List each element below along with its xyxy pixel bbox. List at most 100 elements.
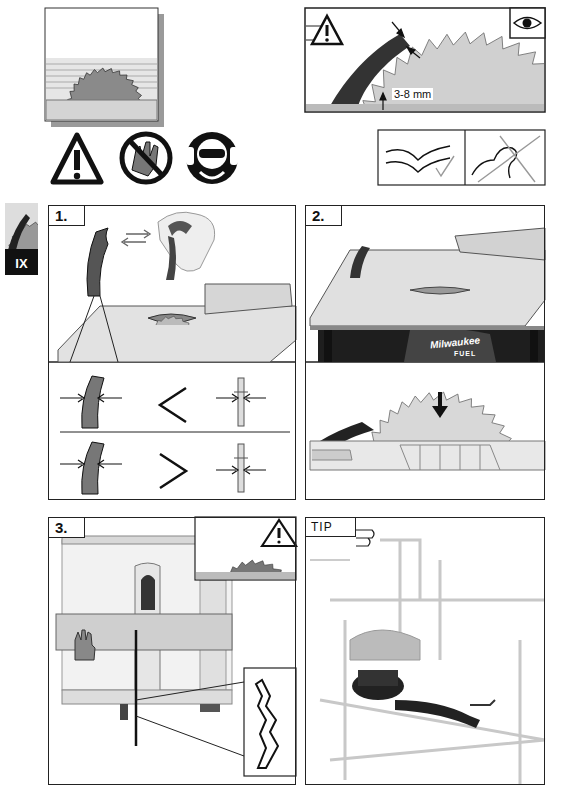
- drawing-stroke: [318, 326, 545, 362]
- drawing-stroke: [216, 394, 266, 402]
- drawing-stroke: [306, 104, 544, 111]
- drawing-stroke: [45, 8, 158, 121]
- drawing-stroke: [400, 445, 500, 470]
- drawing-stroke: [358, 670, 398, 686]
- drawing-stroke: [310, 250, 545, 326]
- drawing-stroke: [278, 528, 281, 538]
- brand-label: FUEL: [454, 350, 476, 357]
- drawing-stroke: [160, 388, 186, 422]
- drawing-stroke: [130, 141, 162, 175]
- drawing-stroke: [186, 132, 238, 184]
- drawing-stroke: [60, 432, 290, 433]
- drawing-stroke: [523, 19, 532, 28]
- drawing-stroke: [244, 668, 296, 776]
- drawing-stroke: [122, 230, 150, 246]
- step-number: 2.: [306, 206, 342, 226]
- drawing-stroke: [436, 156, 454, 176]
- drawing-stroke: [136, 716, 244, 756]
- step-number: 1.: [49, 206, 85, 226]
- drawing-stroke: [320, 540, 545, 760]
- drawing-stroke: [196, 572, 295, 579]
- drawing-stroke: [148, 316, 196, 325]
- drawing-stroke: [200, 172, 224, 178]
- step-number: 3.: [49, 518, 85, 538]
- step-panel: 3.: [48, 517, 296, 785]
- drawing-stroke: [312, 16, 342, 44]
- drawing-stroke: [60, 460, 122, 468]
- drawing-stroke: [46, 100, 157, 120]
- drawing-stroke: [432, 406, 448, 418]
- tip-badge: TIP: [306, 518, 356, 537]
- drawing-stroke: [216, 466, 266, 474]
- drawing-stroke: [514, 18, 541, 29]
- dimension-label: 3-8 mm: [392, 88, 433, 100]
- drawing-stroke: [230, 147, 238, 165]
- drawing-stroke: [197, 139, 227, 169]
- drawing-stroke: [82, 442, 104, 494]
- posture-box: [378, 130, 545, 185]
- drawing-stroke: [470, 700, 495, 705]
- drawing-stroke: [478, 136, 540, 182]
- drawing-stroke: [158, 212, 215, 271]
- drawing-stroke: [74, 173, 80, 179]
- drawing-stroke: [324, 326, 332, 362]
- brand-label: Milwaukee: [430, 334, 481, 350]
- drawing-stroke: [310, 441, 545, 470]
- drawing-stroke: [310, 326, 545, 330]
- drawing-stroke: [464, 130, 465, 185]
- drawing-stroke: [325, 38, 329, 42]
- drawing-stroke: [404, 328, 496, 362]
- knife-gap-panel: [305, 8, 575, 268]
- drawing-stroke: [53, 135, 101, 182]
- drawing-stroke: [362, 392, 518, 441]
- safety-icons: [53, 132, 238, 184]
- drawing-stroke: [320, 392, 518, 441]
- drawing-stroke: [356, 530, 374, 546]
- drawing-stroke: [530, 326, 538, 362]
- drawing-stroke: [46, 64, 157, 65]
- drawing-stroke: [510, 8, 545, 38]
- blade-view: [45, 8, 164, 144]
- drawing-stroke: [46, 58, 157, 120]
- tip-drawing: [310, 530, 545, 785]
- drawing-stroke: [386, 146, 450, 172]
- drawing-stroke: [234, 392, 248, 393]
- drawing-stroke: [238, 444, 244, 492]
- drawing-stroke: [397, 29, 404, 37]
- drawing-stroke: [330, 32, 544, 105]
- drawing-stroke: [320, 422, 374, 441]
- drawing-stroke: [320, 540, 545, 785]
- drawing-stroke: [200, 704, 220, 712]
- drawing-stroke: [141, 575, 155, 610]
- drawing-stroke: [277, 540, 280, 543]
- drawing-stroke: [407, 47, 415, 54]
- step-panel: 2.: [305, 205, 545, 500]
- step-panel: TIP: [305, 517, 545, 785]
- drawing-stroke: [438, 392, 442, 408]
- drawing-stroke: [166, 236, 176, 280]
- drawing-stroke: [120, 704, 128, 720]
- drawing-stroke: [62, 690, 232, 704]
- drawing-stroke: [410, 287, 470, 294]
- drawing-stroke: [136, 682, 244, 700]
- drawing-stroke: [135, 630, 138, 746]
- drawing-stroke: [472, 148, 517, 179]
- drawing-stroke: [199, 149, 225, 158]
- drawing-stroke: [310, 559, 350, 561]
- drawing-stroke: [238, 378, 244, 426]
- drawing-stroke: [60, 394, 122, 402]
- drawing-stroke: [122, 134, 170, 182]
- drawing-stroke: [58, 306, 296, 362]
- drawing-stroke: [186, 147, 194, 165]
- drawing-stroke: [350, 246, 370, 278]
- drawing-stroke: [82, 376, 104, 428]
- drawing-stroke: [395, 700, 480, 728]
- drawing-stroke: [148, 316, 196, 325]
- drawing-stroke: [256, 680, 278, 768]
- drawing-stroke: [350, 630, 420, 660]
- step-panel: 1.: [48, 205, 296, 500]
- drawing-stroke: [70, 296, 118, 362]
- panel-1-drawing: [48, 212, 296, 494]
